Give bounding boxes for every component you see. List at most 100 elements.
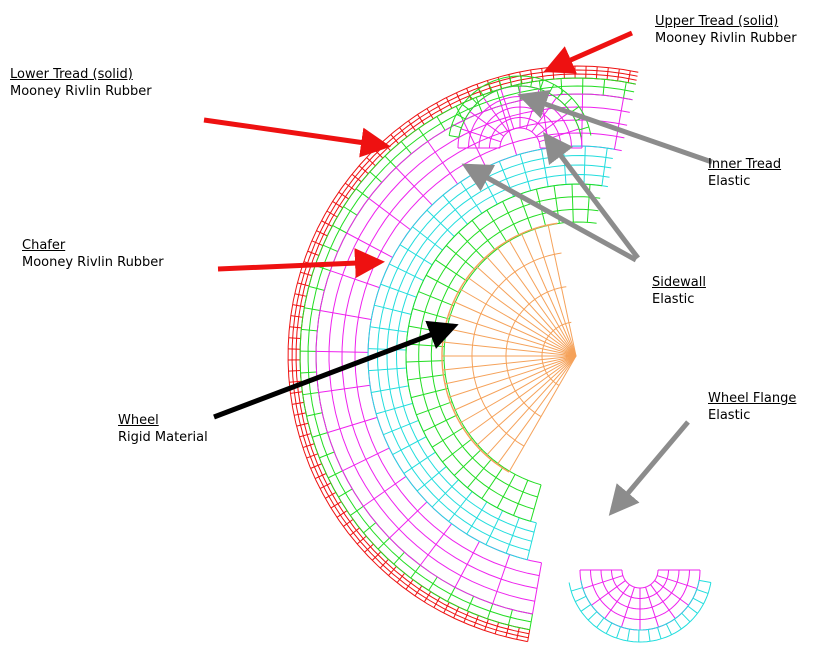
chafer-outer-mesh-spoke — [436, 116, 446, 131]
chafer-outer-mesh-spoke — [332, 225, 347, 234]
lower-tread-mesh-spoke — [443, 602, 450, 614]
wheel-flange-mesh-spoke — [627, 629, 631, 641]
chafer-outer-mesh-spoke — [308, 285, 325, 291]
lower-tread-mesh-spoke — [332, 201, 344, 209]
chafer-mesh-outer-band — [299, 77, 636, 631]
inner-tread-material: Elastic — [708, 174, 751, 189]
wheel-flange-mesh-ring — [580, 580, 700, 631]
sidewall-mesh-spoke — [418, 291, 454, 307]
sidewall-mesh-spoke — [406, 360, 445, 363]
sidewall-arrow-right — [542, 132, 640, 260]
wheel-flange-mesh-spoke — [647, 629, 651, 642]
sidewall-label: Sidewall Elastic — [652, 274, 706, 308]
wheel-mesh — [441, 222, 577, 473]
wheel-flange-mesh-spoke — [575, 595, 587, 603]
lower-tread-mesh-spoke — [294, 293, 307, 297]
inner-tread-arrow — [517, 90, 713, 165]
lower-tread-mesh-spoke — [455, 92, 462, 104]
inner-tread-mesh-spoke — [485, 510, 504, 545]
inner-tread-mesh-spoke — [505, 517, 520, 554]
lower-tread-mesh-spoke — [344, 182, 356, 191]
lower-tread-mesh-spoke — [466, 88, 472, 100]
wheel-spoke — [496, 247, 577, 357]
lower-tread-mesh — [287, 65, 639, 643]
lower-tread-mesh-spoke — [463, 611, 469, 623]
lower-tread-mesh-spoke — [436, 102, 443, 114]
lower-tread-mesh-spoke — [294, 412, 306, 416]
sidewall-mesh-spoke — [410, 387, 449, 399]
wheel-spoke — [521, 233, 577, 357]
lower-tread-mesh-spoke — [473, 615, 479, 627]
chafer-label: Chafer Mooney Rivlin Rubber — [22, 237, 164, 271]
lower-tread-arrow — [203, 117, 391, 158]
lower-tread-mesh-ring — [295, 73, 637, 635]
inner-tread-mesh-ring — [386, 164, 612, 542]
wheel-flange-name: Wheel Flange — [708, 391, 797, 406]
inner-tread-mesh-ring — [376, 154, 613, 551]
lower-tread-mesh-spoke — [299, 433, 312, 438]
wheel-name: Wheel — [118, 413, 159, 428]
chafer-outer-mesh-spoke — [384, 155, 397, 168]
chafer-outer-mesh-spoke — [455, 105, 464, 121]
sidewall-mesh-spoke — [442, 438, 473, 463]
inner-tread-mesh-spoke — [426, 209, 455, 237]
chafer-mesh-spoke — [613, 97, 624, 150]
chafer-mesh-spoke — [316, 350, 369, 353]
wheel-flange-mesh-spoke — [616, 626, 621, 639]
lower-tread-mesh-spoke — [484, 619, 489, 631]
chafer-mesh-ring — [354, 132, 625, 577]
lower-tread-mesh-spoke — [541, 68, 544, 81]
lower-tread-mesh-spoke — [486, 80, 492, 93]
upper-sidewall-mesh-spoke — [483, 97, 509, 133]
chafer-mesh-spoke — [342, 447, 390, 472]
inner-tread-mesh-spoke — [601, 147, 608, 186]
wheel-flange-mesh-spoke — [587, 611, 598, 621]
chafer-mesh-spoke — [346, 232, 393, 258]
upper-tread-name: Upper Tread (solid) — [655, 14, 779, 29]
upper-tread-label: Upper Tread (solid) Mooney Rivlin Rubber — [655, 13, 797, 47]
inner-tread-mesh-spoke — [392, 436, 427, 456]
lower-tread-mesh-spoke — [338, 191, 349, 200]
wheel-spoke — [448, 355, 577, 398]
chafer-mesh-spoke — [330, 270, 380, 289]
wheel-flange-mesh-spoke — [687, 605, 698, 614]
sidewall-mesh-spoke — [518, 194, 533, 231]
chafer-outer-mesh-spoke — [338, 488, 353, 498]
lower-tread-mesh-spoke — [351, 173, 362, 183]
wheel-spoke — [467, 355, 577, 436]
lower-tread-mesh-spoke — [319, 482, 331, 490]
inner-tread-mesh-spoke — [371, 385, 409, 393]
lower-tread-mesh-spoke — [494, 622, 500, 635]
sidewall-mesh-spoke — [496, 474, 516, 509]
wheel-flange-mesh-spoke — [570, 587, 583, 592]
chafer-outer-mesh-spoke — [301, 328, 318, 332]
chafer-mesh-spoke — [581, 94, 584, 147]
sidewall-mesh-spoke — [425, 274, 460, 294]
sidewall-name: Sidewall — [652, 275, 706, 290]
chafer-outer-mesh-spoke — [377, 537, 390, 550]
upper-sidewall-mesh-spoke — [548, 84, 555, 94]
lower-tread-mesh-spoke — [426, 108, 434, 119]
wheel-spoke — [547, 224, 577, 357]
wheel-spoke — [476, 355, 577, 447]
lower-tread-mesh-spoke — [617, 68, 620, 81]
lower-tread-label: Lower Tread (solid) Mooney Rivlin Rubber — [10, 66, 152, 100]
wheel-flange-mesh-spoke — [654, 580, 689, 606]
upper-sidewall-mesh-spoke — [469, 111, 505, 137]
upper-sidewall-mesh-spoke — [478, 88, 485, 98]
lower-tread-mesh-spoke — [407, 120, 416, 131]
lower-tread-mesh-spoke — [326, 210, 338, 218]
sidewall-material: Elastic — [652, 292, 695, 307]
wheel-flange-mesh-spoke — [665, 623, 673, 635]
sidewall-mesh-spoke — [530, 484, 542, 522]
wheel-flange-mesh-spoke — [620, 586, 635, 628]
chafer-mesh-spoke — [419, 523, 453, 566]
chafer-mesh-spoke — [492, 554, 511, 604]
lower-tread-mesh-spoke — [366, 157, 376, 167]
sidewall-mesh-spoke — [423, 414, 458, 432]
lower-tread-mesh-spoke — [405, 579, 414, 590]
lower-tread-mesh-ring — [287, 65, 639, 643]
lower-tread-mesh-spoke — [302, 443, 315, 449]
chafer-mesh-ring — [341, 119, 628, 589]
